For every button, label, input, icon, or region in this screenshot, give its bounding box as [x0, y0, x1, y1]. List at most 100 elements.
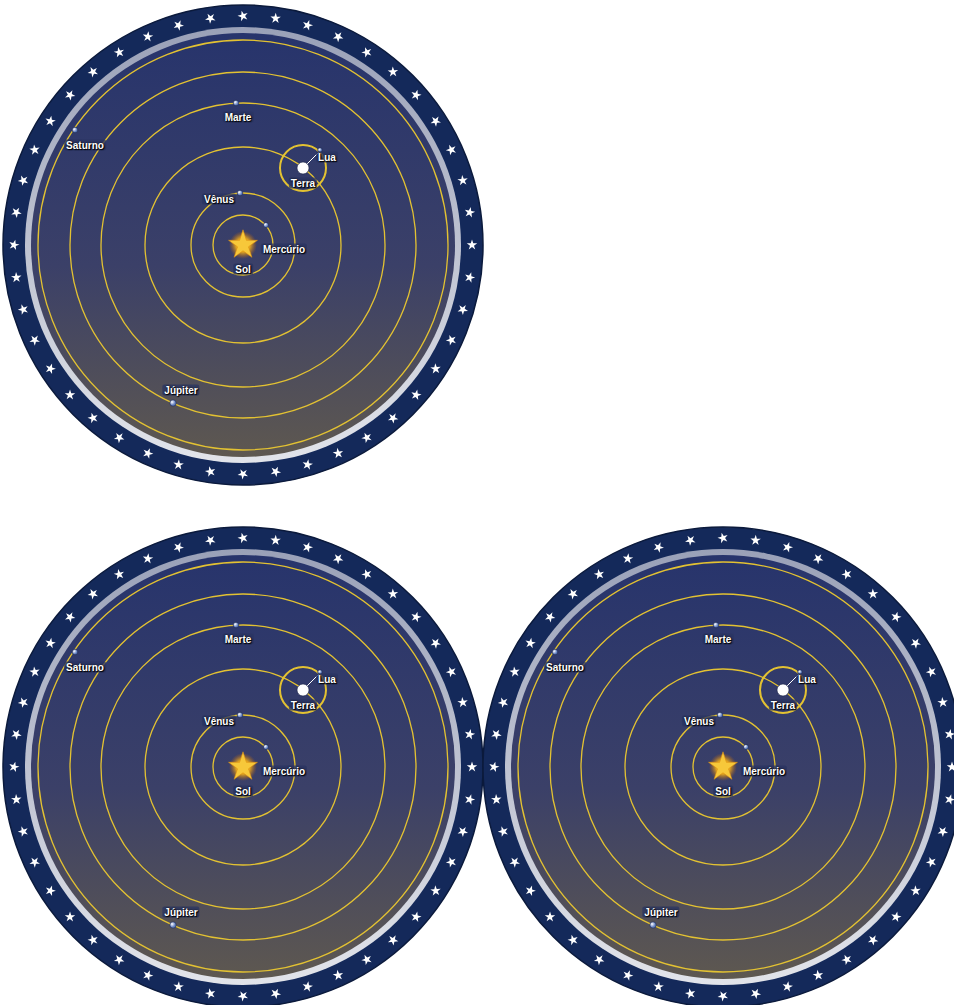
- system-disc: [3, 527, 483, 1005]
- orbit: [38, 40, 448, 450]
- star: [112, 45, 126, 59]
- star: [386, 65, 398, 78]
- star: [27, 333, 41, 347]
- star: [781, 980, 795, 994]
- planet-label: Marte: [223, 634, 254, 645]
- star: [567, 935, 577, 946]
- planet-dot: [743, 744, 748, 749]
- star: [409, 610, 423, 624]
- sun-symbol: [229, 752, 258, 780]
- star: [467, 239, 477, 249]
- orbit: [550, 594, 896, 940]
- planet-dot: [297, 684, 309, 696]
- planet-dot: [717, 712, 723, 718]
- planet-label: Júpiter: [162, 907, 199, 918]
- orbit: [581, 625, 865, 909]
- planet-dot: [237, 712, 243, 718]
- star: [840, 953, 854, 967]
- star: [386, 587, 398, 600]
- star: [593, 953, 605, 966]
- star: [113, 431, 125, 444]
- star: [172, 542, 184, 554]
- star: [620, 969, 634, 983]
- planet-label: Lua: [316, 152, 338, 163]
- planet-label: Sol: [713, 786, 733, 797]
- planet-label: Saturno: [64, 662, 106, 673]
- planet-label: Júpiter: [642, 907, 679, 918]
- sun-symbol: [709, 752, 738, 780]
- star: [491, 794, 502, 804]
- star: [8, 760, 21, 772]
- star: [467, 761, 477, 771]
- orbit: [101, 625, 385, 909]
- sky-ground: [31, 555, 455, 979]
- star: [464, 728, 476, 740]
- planet-label: Vênus: [202, 194, 236, 205]
- star: [841, 569, 851, 580]
- sun-symbol: [229, 230, 258, 258]
- planet-dot: [713, 622, 719, 628]
- star: [28, 665, 41, 679]
- star: [652, 542, 664, 554]
- planet-label: Lua: [796, 674, 818, 685]
- planet-label: Mercúrio: [741, 766, 787, 777]
- star: [908, 636, 922, 650]
- star: [171, 980, 185, 994]
- planet-dot: [72, 649, 78, 655]
- star: [300, 18, 314, 32]
- planet-label: Marte: [703, 634, 734, 645]
- star: [717, 991, 729, 1002]
- planet-label: Saturno: [544, 662, 586, 673]
- star: [16, 825, 29, 838]
- star: [388, 934, 400, 946]
- star: [141, 30, 155, 44]
- star: [65, 611, 76, 623]
- star: [889, 610, 903, 624]
- star: [463, 793, 476, 806]
- star: [868, 934, 880, 946]
- star: [463, 271, 476, 284]
- rim: [25, 549, 461, 985]
- star: [490, 727, 504, 741]
- orbit: [101, 103, 385, 387]
- star-ring: [3, 527, 483, 1005]
- planet-label: Marte: [223, 112, 254, 123]
- star: [811, 968, 825, 982]
- star: [866, 587, 878, 600]
- planet-label: Terra: [289, 700, 317, 711]
- star: [457, 696, 468, 707]
- star: [947, 761, 954, 771]
- star: [203, 987, 217, 1000]
- star: [811, 552, 824, 565]
- planet-label: Júpiter: [162, 385, 199, 396]
- planet-dot: [237, 190, 243, 196]
- star: [685, 536, 696, 547]
- star: [496, 825, 509, 838]
- planet-label: Mercúrio: [261, 244, 307, 255]
- planet-dot: [170, 922, 176, 928]
- star: [651, 980, 665, 994]
- star: [203, 465, 217, 478]
- planet-dot: [233, 622, 239, 628]
- planet-dot: [170, 400, 176, 406]
- star: [331, 446, 345, 460]
- star: [388, 412, 400, 424]
- star: [456, 824, 470, 838]
- star: [428, 636, 442, 650]
- planet-dot: [650, 922, 656, 928]
- star: [205, 536, 216, 547]
- star: [237, 991, 249, 1002]
- star: [444, 143, 458, 156]
- star: [300, 540, 314, 554]
- star: [936, 824, 950, 838]
- star: [270, 988, 282, 1000]
- star: [621, 552, 635, 566]
- star: [943, 793, 954, 806]
- star: [428, 114, 442, 128]
- planet-dot: [297, 162, 309, 174]
- star: [10, 727, 24, 741]
- star: [496, 695, 510, 709]
